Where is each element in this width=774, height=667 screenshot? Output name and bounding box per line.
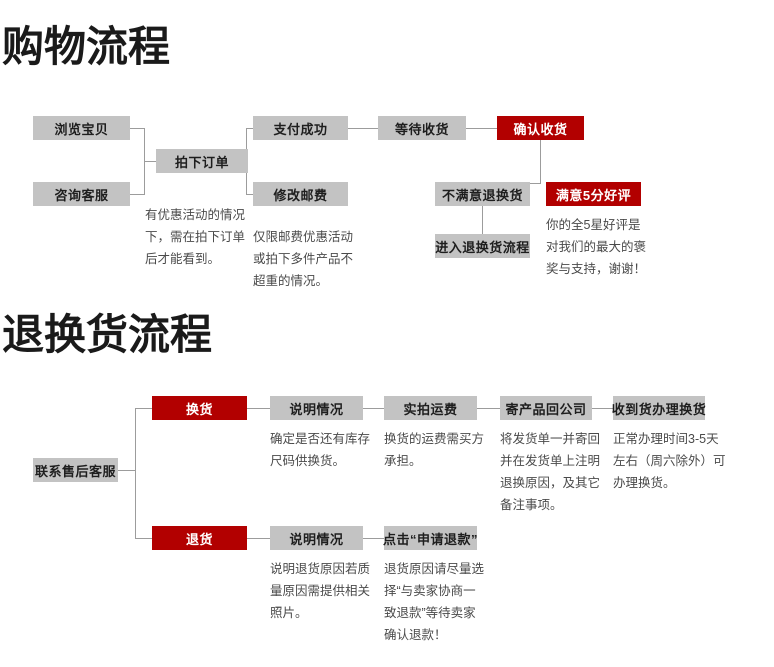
caption-click-apply: 退货原因请尽量选 择“与卖家协商一 致退款”等待卖家 确认退款！ [384,562,485,642]
section-title-return: 退换货流程 [2,311,213,358]
node-received-process[interactable]: 收到货办理换货 [612,396,706,420]
connector-consult-right [130,194,145,195]
connector-service-bracket-vertical [135,408,136,538]
caption-explain-refund: 说明退货原因若质 量原因需提供相关 照片。 [270,562,371,620]
connector-unsatisfied-down [482,183,483,235]
node-modify-shipping[interactable]: 修改邮费 [253,182,348,206]
connector-into-modify-shipping [246,194,254,195]
connector-contact-right [118,470,136,471]
connector-browse-right [130,128,145,129]
connector-shipping-to-sendback [477,408,500,409]
connector-into-refund [135,538,152,539]
connector-explain-to-apply [363,538,384,539]
caption-received: 正常办理时间3-5天 左右（周六除外）可 办理换货。 [613,432,726,490]
node-place-order[interactable]: 拍下订单 [156,149,248,173]
node-exchange[interactable]: 换货 [152,396,247,420]
connector-sendback-to-received [592,408,613,409]
connector-into-pay-success [246,128,254,129]
connector-await-to-confirm [466,128,497,129]
node-explain-exchange[interactable]: 说明情况 [270,396,363,420]
connector-into-exchange [135,408,152,409]
connector-into-place-order [144,161,156,162]
node-click-apply[interactable]: 点击“申请退款” [383,526,478,550]
node-send-back[interactable]: 寄产品回公司 [500,396,592,420]
node-shipping-photo[interactable]: 实拍运费 [384,396,477,420]
node-explain-refund[interactable]: 说明情况 [270,526,363,550]
node-browse[interactable]: 浏览宝贝 [33,116,130,140]
node-enter-return[interactable]: 进入退换货流程 [435,234,530,258]
connector-confirm-down [540,140,541,184]
caption-explain-exchange: 确定是否还有库存 尺码供换货。 [270,432,371,468]
node-confirm-receipt[interactable]: 确认收货 [497,116,584,140]
caption-place-order: 有优惠活动的情况 下，需在拍下订单 后才能看到。 [145,208,246,266]
connector-refund-to-explain [247,538,270,539]
node-unsatisfied[interactable]: 不满意退换货 [435,182,530,206]
connector-exchange-to-explain [247,408,270,409]
node-await-delivery[interactable]: 等待收货 [378,116,466,140]
node-refund[interactable]: 退货 [152,526,247,550]
connector-pay-to-await [348,128,378,129]
node-pay-success[interactable]: 支付成功 [253,116,348,140]
node-contact-service[interactable]: 联系售后客服 [33,458,118,482]
node-five-star[interactable]: 满意5分好评 [546,182,641,206]
section-title-shopping: 购物流程 [2,23,171,70]
caption-modify-shipping: 仅限邮费优惠活动 或拍下多件产品不 超重的情况。 [253,230,354,288]
caption-shipping-photo: 换货的运费需买方 承担。 [384,432,485,468]
connector-explain-to-shipping [363,408,384,409]
caption-five-star: 你的全5星好评是 对我们的最大的褒 奖与支持，谢谢！ [546,218,647,276]
node-consult[interactable]: 咨询客服 [33,182,130,206]
caption-send-back: 将发货单一并寄回 并在发货单上注明 退换原因，及其它 备注事项。 [500,432,601,512]
